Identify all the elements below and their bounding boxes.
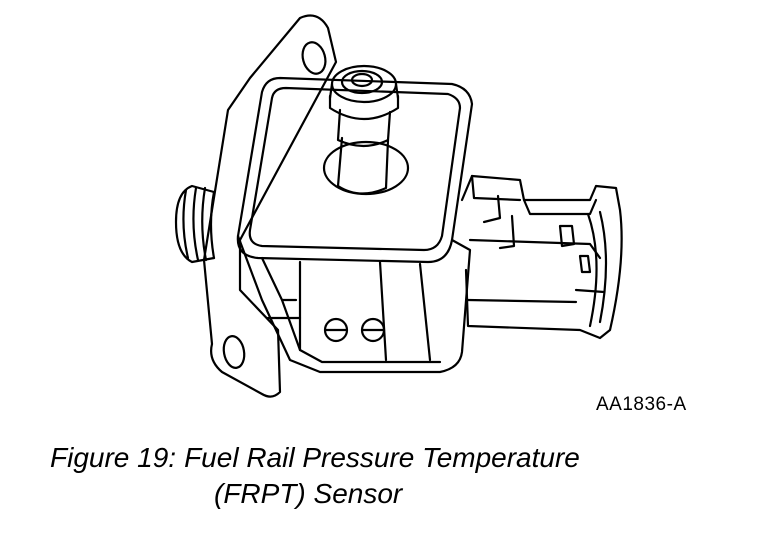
port-base [324,142,408,194]
mounting-flange [204,16,336,397]
figure-caption: Figure 19:Fuel Rail Pressure Temperature… [50,440,580,512]
electrical-connector [462,176,622,338]
pressure-port [324,66,408,194]
figure-reference-code: AA1836-A [596,394,687,415]
left-fitting [176,186,214,262]
caption-line-2: (FRPT) Sensor [214,478,403,509]
flange-hole-bottom [221,335,246,370]
housing-top [238,78,472,262]
flange-hole-top [299,40,329,77]
housing-body [238,236,470,372]
figure-number: Figure 19: [50,442,177,473]
caption-line-1: Fuel Rail Pressure Temperature [184,442,580,473]
